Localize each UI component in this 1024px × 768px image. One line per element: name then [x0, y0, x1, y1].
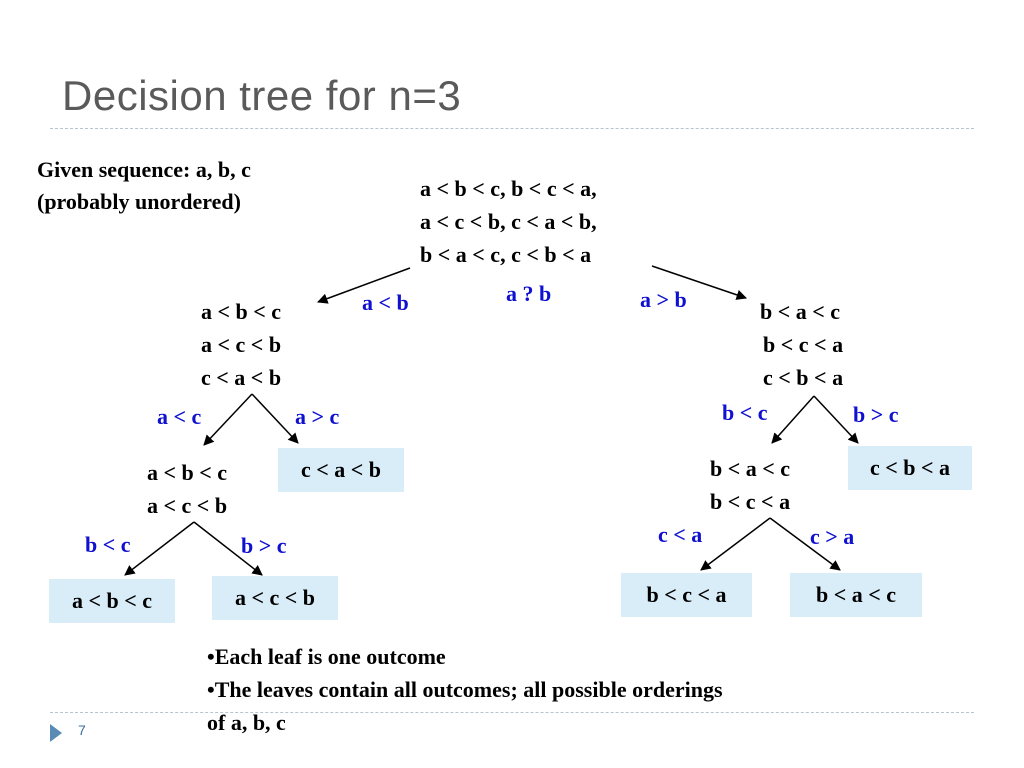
right-inner-line: b < a < c — [710, 456, 791, 481]
edge-label-a-gt-c: a > c — [295, 404, 340, 429]
left-node-line: a < b < c — [201, 299, 282, 324]
title-divider — [50, 128, 974, 129]
edge-right-left — [771, 395, 815, 444]
right-node: b < a < c b < c < a c < b < a — [760, 295, 843, 394]
edge-label-b-lt-c-right: b < c — [722, 400, 768, 425]
edge-right-right — [813, 395, 859, 444]
root-question-label: a ? b — [506, 281, 552, 306]
left-inner-line: a < b < c — [147, 460, 228, 485]
edge-label-b-gt-c-left: b > c — [241, 533, 287, 558]
leaf-a-c-b: a < c < b — [212, 576, 338, 620]
edge-label-c-lt-a: c < a — [658, 522, 703, 547]
edge-label-c-gt-a: c > a — [810, 524, 855, 549]
right-node-line: b < a < c — [760, 299, 841, 324]
right-inner-line: b < c < a — [710, 489, 791, 514]
edge-label-a-lt-b: a < b — [362, 290, 409, 315]
edge-inner-right-right — [769, 517, 841, 571]
summary-bullets: •Each leaf is one outcome •The leaves co… — [207, 640, 723, 739]
edge-inner-right-left — [700, 517, 771, 571]
leaf-c-b-a: c < b < a — [848, 446, 972, 490]
footer-triangle-icon — [50, 724, 62, 742]
bullet-line: •Each leaf is one outcome — [207, 644, 446, 669]
root-line: a < c < b, c < a < b, — [420, 209, 597, 234]
leaf-b-c-a: b < c < a — [621, 573, 752, 617]
edge-label-a-lt-c: a < c — [157, 404, 202, 429]
edge-root-left — [317, 267, 411, 304]
slide-title: Decision tree for n=3 — [62, 72, 462, 119]
right-node-line: b < c < a — [763, 332, 844, 357]
edge-label-a-gt-b: a > b — [640, 287, 687, 312]
left-inner-line: a < c < b — [147, 493, 228, 518]
edge-label-b-lt-c-left: b < c — [85, 532, 131, 557]
bullet-line: •The leaves contain all outcomes; all po… — [207, 677, 723, 702]
left-inner-node: a < b < c a < c < b — [147, 456, 227, 522]
edge-inner-left-left — [124, 521, 195, 576]
root-node: a < b < c, b < c < a, a < c < b, c < a <… — [420, 172, 597, 271]
left-node: a < b < c a < c < b c < a < b — [201, 295, 281, 394]
leaf-a-b-c: a < b < c — [49, 579, 175, 623]
leaf-c-a-b: c < a < b — [278, 448, 404, 492]
right-node-line: c < b < a — [763, 365, 844, 390]
leaf-b-a-c: b < a < c — [790, 573, 922, 617]
root-line: b < a < c, c < b < a — [420, 242, 592, 267]
left-node-line: c < a < b — [201, 365, 282, 390]
left-node-line: a < c < b — [201, 332, 282, 357]
edge-inner-left-right — [193, 521, 263, 576]
edge-left-right — [251, 393, 299, 444]
given-sequence-text: Given sequence: a, b, c (probably unorde… — [37, 154, 251, 218]
edge-root-right — [651, 265, 747, 300]
footer-divider — [50, 712, 974, 713]
given-line: (probably unordered) — [37, 189, 241, 214]
bullet-line: of a, b, c — [207, 710, 286, 735]
edge-left-left — [203, 393, 253, 446]
given-line: Given sequence: a, b, c — [37, 157, 251, 182]
edge-label-b-gt-c-right: b > c — [853, 402, 899, 427]
root-line: a < b < c, b < c < a, — [420, 176, 597, 201]
right-inner-node: b < a < c b < c < a — [710, 452, 790, 518]
page-number: 7 — [78, 722, 86, 738]
